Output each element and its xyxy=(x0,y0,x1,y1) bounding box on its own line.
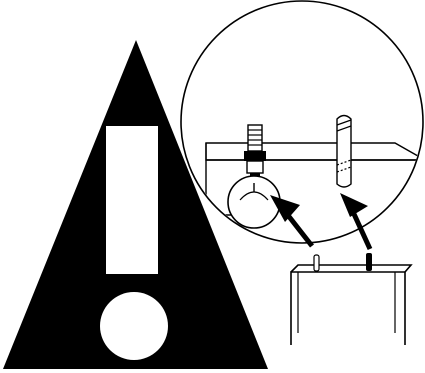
light-bulb-icon xyxy=(227,175,281,229)
exclamation-dot xyxy=(100,292,168,360)
exclamation-bar xyxy=(106,126,158,274)
warning-sign xyxy=(3,40,268,369)
pointer-arrow-icon xyxy=(270,195,314,248)
terminal-block-icon xyxy=(290,253,413,345)
fuse-pin-icon xyxy=(336,114,352,188)
magnifier-circle-icon xyxy=(180,0,424,244)
pointer-arrow-icon xyxy=(340,193,373,251)
magnified-detail xyxy=(180,0,424,244)
pointer-arrows xyxy=(270,193,373,251)
